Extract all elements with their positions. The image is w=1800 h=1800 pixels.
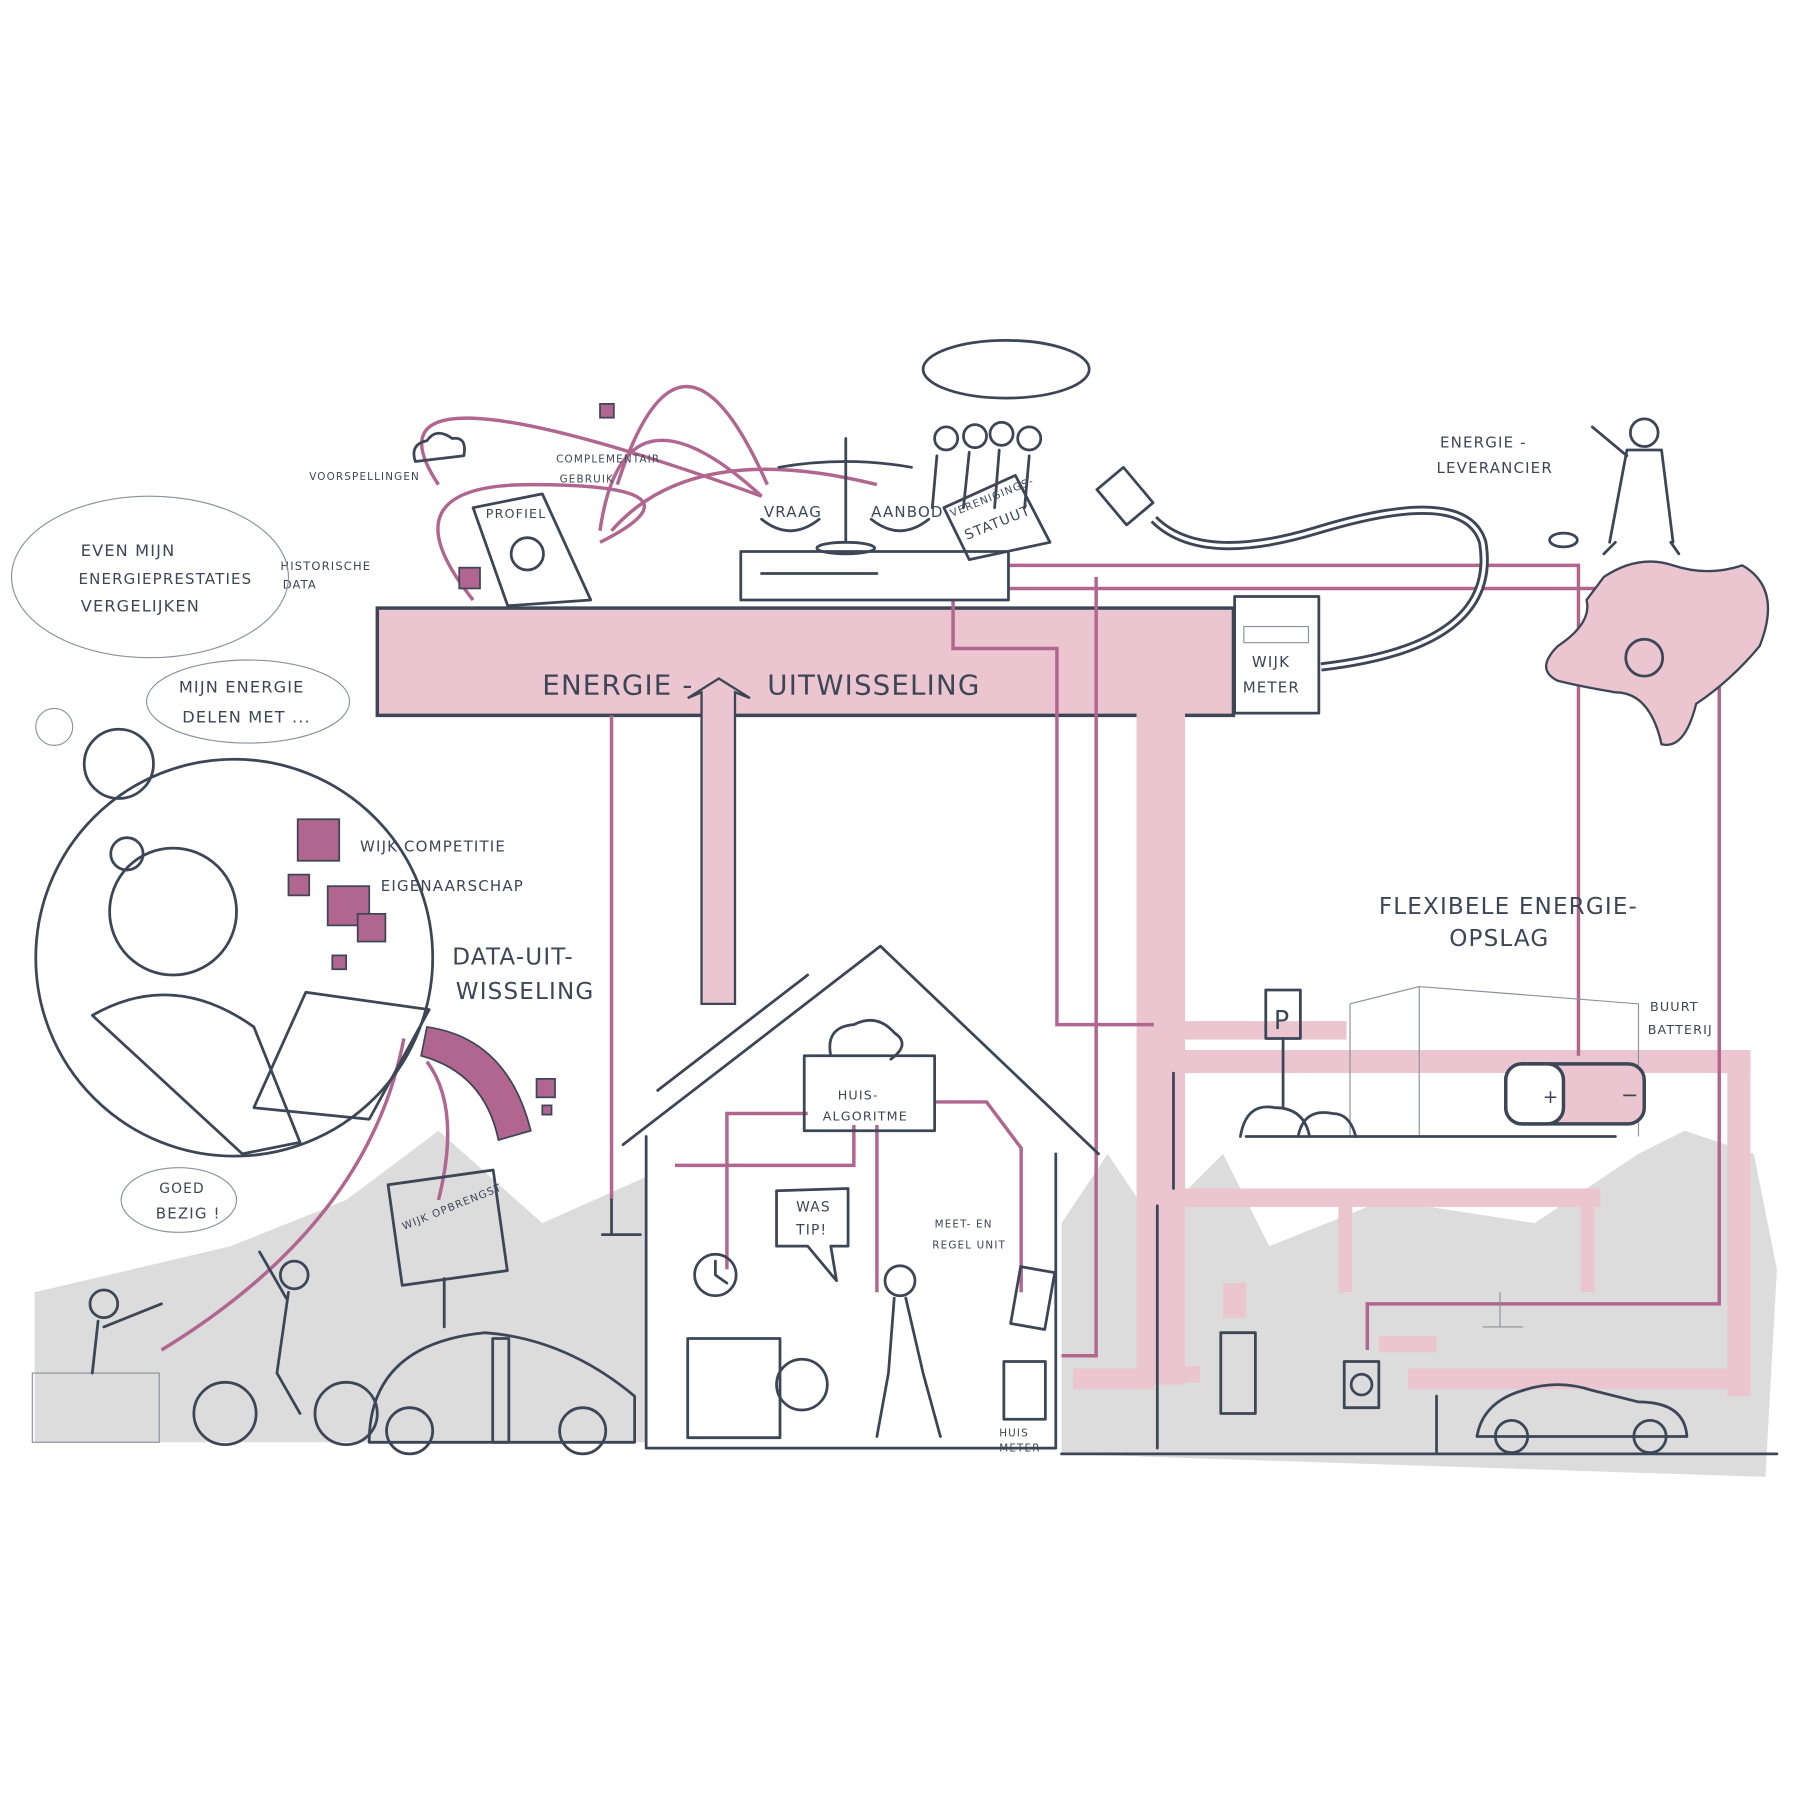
data-square bbox=[331, 954, 348, 971]
data-square bbox=[599, 402, 615, 419]
buurt-batterij: + − bbox=[1504, 1062, 1646, 1126]
label-huis-meter-1: Huis bbox=[999, 1428, 1029, 1440]
battery-minus: − bbox=[1621, 1083, 1640, 1107]
wijk-meter: Wijk Meter bbox=[1233, 595, 1321, 715]
person-icon bbox=[326, 885, 371, 927]
washing-machine bbox=[1342, 1360, 1381, 1410]
label-vraag: Vraag bbox=[764, 503, 822, 521]
label-buurt: Buurt bbox=[1650, 999, 1699, 1014]
energy-supplier-figure bbox=[1545, 417, 1770, 747]
label-delen-1: Mijn energie bbox=[179, 677, 305, 696]
ground-left bbox=[34, 1130, 647, 1443]
label-goed-bezig-2: bezig ! bbox=[156, 1204, 221, 1222]
profiel-document: Profiel bbox=[471, 492, 593, 608]
hub-device bbox=[739, 550, 1010, 602]
label-gebruik: Gebruik bbox=[560, 473, 614, 485]
clock-icon bbox=[693, 1252, 738, 1298]
arrow-up-pipe bbox=[687, 677, 751, 1005]
huis-algoritme-box bbox=[802, 1054, 936, 1133]
label-batterij: Batterij bbox=[1648, 1022, 1713, 1037]
label-goed-bezig-1: Goed bbox=[159, 1181, 205, 1197]
house: Huis- Algoritme Was tip! Meet- en regel … bbox=[600, 944, 1100, 1455]
trophy-icon bbox=[296, 818, 341, 862]
label-was-tip-1: Was bbox=[796, 1200, 831, 1216]
charging-pole bbox=[491, 1337, 511, 1444]
label-wijk-competitie: Wijk competitie bbox=[360, 838, 506, 856]
plug-icon bbox=[1095, 465, 1155, 527]
label-voorspellingen: Voorspellingen bbox=[309, 471, 420, 483]
bicycle-wheel bbox=[313, 1380, 379, 1446]
electric-car bbox=[367, 1331, 636, 1444]
label-energie: ENERGIE - bbox=[542, 669, 693, 702]
speech-bubble-empty bbox=[921, 338, 1091, 400]
huis-meter bbox=[1002, 1360, 1047, 1421]
label-vergelijken-2: Energieprestaties bbox=[78, 570, 252, 588]
data-square bbox=[535, 1077, 556, 1099]
lock-icon bbox=[287, 873, 311, 897]
coins-icon bbox=[1548, 531, 1579, 549]
label-delen-2: delen met ... bbox=[182, 707, 311, 726]
wijk-opbrengst-billboard bbox=[386, 1168, 509, 1287]
fridge bbox=[1219, 1331, 1257, 1415]
outdoor-light bbox=[600, 1198, 642, 1236]
neighbourhood-right bbox=[1060, 1071, 1779, 1456]
label-meet-regel-1: Meet- en bbox=[935, 1219, 993, 1231]
label-historische: Historische bbox=[280, 559, 371, 573]
battery-plus: + bbox=[1543, 1087, 1560, 1108]
data-square bbox=[541, 1104, 553, 1116]
woman-with-tablet bbox=[34, 707, 435, 1158]
thought-bubble-share: Mijn energie delen met ... bbox=[145, 659, 351, 744]
statuut-sign bbox=[942, 474, 1052, 561]
label-energie-leverancier-2: Leverancier bbox=[1437, 459, 1553, 477]
electric-car bbox=[1475, 1383, 1689, 1438]
data-square bbox=[458, 566, 481, 590]
label-complementair: Complementair bbox=[556, 454, 660, 466]
label-flexibele-2: opslag bbox=[1449, 926, 1549, 952]
data-exchange-arc bbox=[420, 1025, 532, 1142]
washing-machine bbox=[686, 1337, 782, 1440]
label-vergelijken-3: vergelijken bbox=[81, 597, 200, 616]
label-wijk: Wijk bbox=[1252, 653, 1290, 671]
label-profiel: Profiel bbox=[486, 506, 547, 521]
label-huis-algoritme-2: Algoritme bbox=[823, 1108, 908, 1123]
label-aanbod: Aanbod bbox=[871, 503, 943, 521]
label-uitwisseling: UITWISSELING bbox=[767, 669, 980, 702]
label-parking: P bbox=[1274, 1005, 1290, 1035]
data-icons bbox=[287, 818, 387, 971]
avatar-icon bbox=[35, 707, 74, 746]
battery-pipe bbox=[1173, 1050, 1751, 1074]
label-was-tip-2: tip! bbox=[795, 1223, 827, 1239]
speech-bubble-was-tip bbox=[775, 1187, 850, 1283]
label-meter: Meter bbox=[1243, 678, 1300, 696]
thought-bubble-compare: Even mijn Energieprestaties vergelijken bbox=[10, 495, 290, 659]
scale-icon: Vraag Aanbod bbox=[760, 437, 943, 556]
label-energie-leverancier-1: Energie - bbox=[1440, 434, 1527, 452]
resident-figure bbox=[883, 1264, 917, 1298]
label-huis-meter-2: Meter bbox=[999, 1443, 1040, 1455]
speech-bubble-goed-bezig bbox=[120, 1167, 238, 1233]
socket-icon bbox=[1624, 637, 1665, 678]
bicycle-wheel bbox=[192, 1380, 258, 1446]
label-flexibele-1: Flexibele energie- bbox=[1379, 894, 1638, 920]
label-meet-regel-2: regel unit bbox=[932, 1239, 1006, 1251]
label-data-uit-2: wisseling bbox=[456, 979, 595, 1005]
meet-regel-unit bbox=[1009, 1265, 1057, 1331]
cloud-sun-icon bbox=[412, 431, 466, 463]
share-icon bbox=[356, 912, 387, 943]
label-eigenaarschap: Eigenaarschap bbox=[381, 877, 524, 895]
tablet-icon bbox=[252, 990, 431, 1121]
avatar-icon bbox=[82, 727, 155, 800]
desk-figure bbox=[1482, 1292, 1524, 1328]
label-data: Data bbox=[283, 577, 317, 591]
label-vergelijken-1: Even mijn bbox=[81, 541, 176, 560]
power-plug-cable bbox=[1095, 465, 1489, 672]
vertical-pipe-right bbox=[1136, 713, 1185, 1385]
label-huis-algoritme-1: Huis- bbox=[838, 1088, 879, 1103]
solar-panel bbox=[656, 973, 810, 1092]
people-group: Verenigings- Statuut bbox=[921, 338, 1091, 561]
netherlands-map bbox=[1545, 560, 1770, 747]
hedge bbox=[31, 1372, 160, 1443]
label-data-uit-1: Data-uit- bbox=[452, 945, 574, 971]
